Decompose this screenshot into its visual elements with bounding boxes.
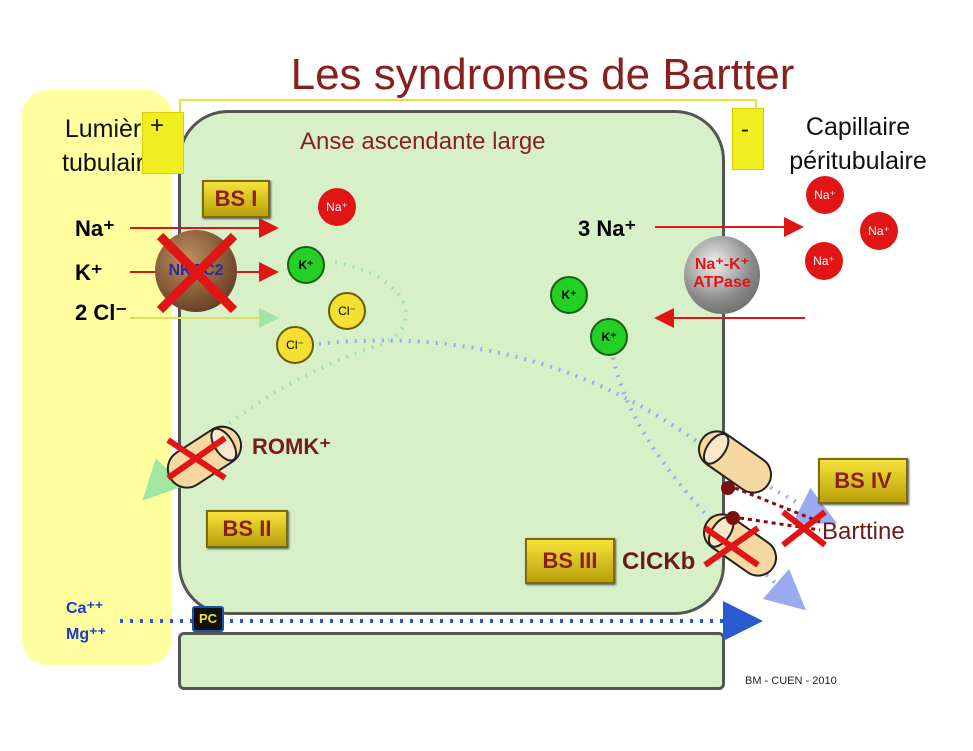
ca-label: Ca⁺⁺ <box>66 600 104 617</box>
k-circle-baso-1: K⁺ <box>550 276 588 314</box>
cl-path-2 <box>608 339 807 611</box>
lumen-region <box>22 90 172 665</box>
cl-circle-2: Cl⁻ <box>276 326 314 364</box>
bs4-label: BS IV <box>818 458 908 504</box>
bs1-label: BS I <box>202 180 270 218</box>
na-circle-cell: Na⁺ <box>318 188 356 226</box>
lumen-label-line1: Lumière <box>64 115 156 143</box>
credit-text: BM - CUEN - 2010 <box>745 675 837 687</box>
anse-label: Anse ascendante large <box>300 128 546 155</box>
k-recycle-path <box>142 260 408 501</box>
minus-charge: - <box>741 116 749 143</box>
na-circle-cap-3: Na⁺ <box>805 242 843 280</box>
minus-charge-square <box>732 108 764 170</box>
paracellular-pc: PC <box>192 606 224 632</box>
clckb-cross-2 <box>703 525 760 568</box>
pump-label-line1: Na⁺-K⁺ <box>694 256 750 273</box>
barttine-subunit-2 <box>726 511 740 525</box>
na-k-atpase-pump: Na⁺-K⁺ ATPase <box>684 236 760 314</box>
cl-path-1 <box>309 338 838 524</box>
capillary-label: Capillaire péritubulaire <box>758 110 958 178</box>
charge-bracket <box>179 99 757 112</box>
capillary-label-line1: Capillaire <box>805 113 911 141</box>
basolateral-na-label: 3 Na⁺ <box>578 216 637 241</box>
bs3-label: BS III <box>525 538 615 584</box>
romk-cross-2 <box>166 435 227 481</box>
na-circle-cap-2: Na⁺ <box>860 212 898 250</box>
lumen-label: Lumière tubulaire <box>40 112 180 180</box>
pump-label-line2: ATPase <box>693 274 751 291</box>
page-title: Les syndromes de Bartter <box>290 50 795 99</box>
barttine-subunit-1 <box>721 481 735 495</box>
plus-charge-square <box>142 112 184 174</box>
nkcc2-cross <box>156 232 238 314</box>
apical-cl-label: 2 Cl⁻ <box>75 300 127 325</box>
bs2-label: BS II <box>206 510 288 548</box>
clckb-channel-top <box>697 430 773 494</box>
clckb-label: ClCKb <box>622 548 696 575</box>
plus-charge: + <box>150 112 165 139</box>
k-circle-baso-2: K⁺ <box>590 318 628 356</box>
lumen-label-line2: tubulaire <box>62 149 158 177</box>
barttine-cross-2 <box>781 509 827 548</box>
apical-na-label: Na⁺ <box>75 216 115 241</box>
apical-k-label: K⁺ <box>75 260 103 285</box>
basement-cell <box>178 632 725 690</box>
romk-channel <box>166 425 243 489</box>
mg-label: Mg⁺⁺ <box>66 626 106 643</box>
na-circle-cap-1: Na⁺ <box>806 176 844 214</box>
cl-circle-1: Cl⁻ <box>328 292 366 330</box>
capillary-label-line2: péritubulaire <box>789 147 927 175</box>
barttine-label: Barttine <box>822 518 905 545</box>
romk-label: ROMK⁺ <box>252 434 331 459</box>
k-circle-apical: K⁺ <box>287 246 325 284</box>
ca-mg-labels: Ca⁺⁺ Mg⁺⁺ <box>66 596 106 648</box>
